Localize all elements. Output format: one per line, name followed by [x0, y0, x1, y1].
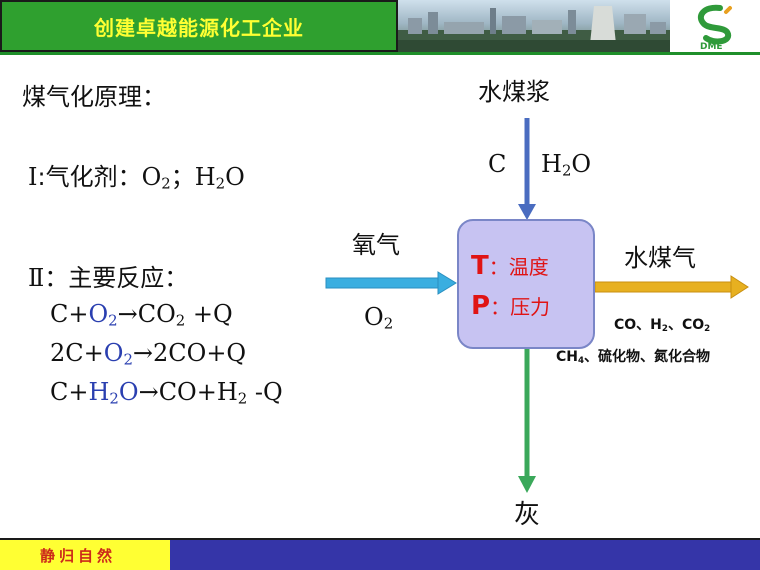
reaction-3-heat: -Q [247, 378, 283, 406]
company-logo-icon: DME [697, 4, 732, 52]
temperature-word: 温度 [508, 255, 549, 279]
reaction-3-water-sub: 2 [109, 389, 119, 408]
reaction-3-water: H [88, 378, 110, 406]
ash-arrow [518, 349, 536, 493]
slurry-species-carbon: C [488, 150, 507, 178]
plant-skyline-image [398, 6, 670, 52]
main-reactions-label: ：主要反应： [44, 264, 189, 292]
slurry-input-label: 水煤浆 [478, 78, 550, 106]
oxygen-species: O2 [364, 303, 393, 331]
header-title-banner: 创建卓越能源化工企业 [0, 0, 398, 52]
water-o: O [571, 150, 592, 178]
agent-water-sub: 2 [215, 174, 226, 193]
slurry-arrow [518, 118, 536, 220]
gasifier-box: T：温度 P：压力 [457, 219, 595, 349]
agent-water-end: O [225, 163, 245, 191]
reaction-3-product-sub: 2 [237, 389, 248, 408]
reaction-2-oxygen: O [103, 339, 124, 367]
reaction-2-reactant: 2C+ [50, 339, 104, 367]
reaction-1-oxygen-sub: 2 [108, 311, 118, 330]
reaction-1: C+O2→CO2 +Q [50, 300, 233, 328]
reaction-3-product: CO+H [158, 378, 238, 406]
syngas-co-h: CO、H [614, 317, 662, 333]
reaction-3: C+H2O→CO+H2 -Q [50, 378, 283, 406]
reaction-3-water-end: O [118, 378, 139, 406]
logo-lettering: DME [700, 42, 723, 52]
gasifying-agent-line: Ⅰ:气化剂：O2；H2O [28, 163, 245, 191]
syngas-co2-sub: 2 [704, 324, 711, 335]
agent-oxygen-sub: 2 [161, 174, 171, 193]
water-h-sub: 2 [561, 161, 572, 180]
reaction-2-oxygen-sub: 2 [123, 350, 133, 369]
roman-two: Ⅱ [28, 264, 45, 292]
water-h: H [541, 150, 562, 178]
temperature-colon: ： [488, 255, 509, 279]
agent-oxygen: O [141, 163, 162, 191]
agent-separator: ； [170, 163, 195, 191]
footer-motto: 静归自然 [40, 546, 117, 565]
reaction-1-heat: +Q [185, 300, 233, 328]
reaction-2-arrow: → [132, 339, 154, 367]
reaction-1-product-sub: 2 [175, 311, 186, 330]
slurry-species-water: H2O [541, 150, 592, 178]
footer-bar [170, 538, 760, 570]
syngas-ch-sub: 4 [578, 356, 585, 367]
oxygen-o-sub: 2 [383, 314, 394, 333]
header-plant-photo [398, 0, 670, 52]
gasifying-agent-label: :气化剂： [37, 163, 142, 191]
roman-one: Ⅰ [28, 163, 38, 191]
oxygen-input-label: 氧气 [352, 231, 400, 259]
reaction-2: 2C+O2→2CO+Q [50, 339, 247, 367]
header-title: 创建卓越能源化工企业 [94, 15, 304, 40]
reaction-1-product: CO [137, 300, 176, 328]
reaction-3-arrow: → [138, 378, 159, 406]
main-reactions-heading: Ⅱ：主要反应： [28, 266, 188, 290]
syngas-components-line2: CH4、硫化物、氮化合物 [556, 346, 710, 366]
syngas-co2: 、CO [667, 317, 705, 333]
header-divider [0, 52, 760, 55]
header-logo-area: DME [670, 0, 760, 52]
syngas-components-line1: CO、H2、CO2 [614, 314, 710, 334]
reaction-1-arrow: → [117, 300, 138, 328]
oxygen-o: O [364, 303, 384, 331]
principle-heading: 煤气化原理： [22, 83, 166, 111]
syngas-output-label: 水煤气 [624, 244, 696, 272]
syngas-ch: CH [556, 349, 578, 365]
pressure-letter: P [471, 291, 491, 321]
syngas-impurities: 、硫化物、氮化合物 [584, 349, 711, 365]
pressure-word: 压力 [510, 295, 551, 319]
temperature-row: T：温度 [471, 251, 549, 281]
footer-motto-box: 静归自然 [0, 538, 170, 570]
agent-water: H [194, 163, 216, 191]
reaction-3-reactant: C+ [50, 378, 89, 406]
pressure-row: P：压力 [471, 291, 550, 321]
ash-output-label: 灰 [514, 500, 541, 530]
syngas-arrow [594, 275, 749, 299]
reaction-2-product: 2CO+Q [153, 339, 247, 367]
reaction-1-oxygen: O [88, 300, 109, 328]
oxygen-arrow [325, 271, 457, 295]
syngas-h-sub: 2 [661, 324, 668, 335]
pressure-colon: ： [490, 295, 511, 319]
reaction-1-reactant: C+ [50, 300, 89, 328]
temperature-letter: T [471, 251, 489, 281]
